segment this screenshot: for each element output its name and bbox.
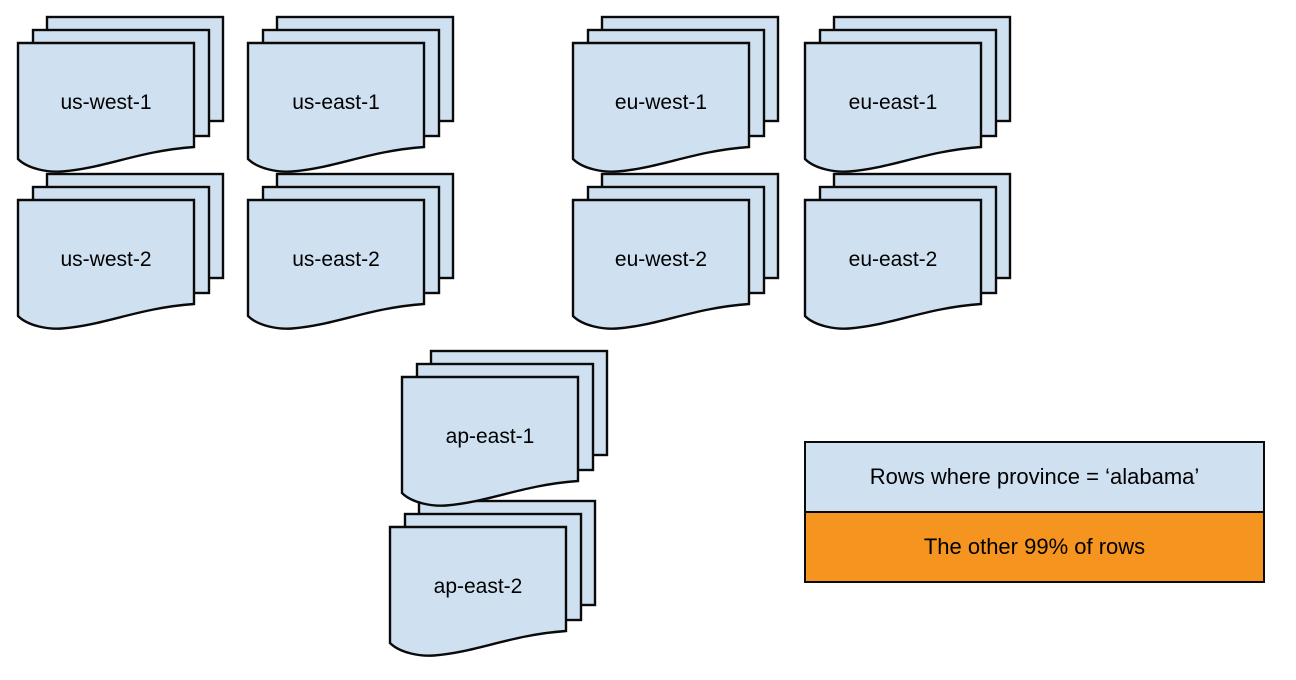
- front-document: [400, 375, 580, 507]
- legend-item-label: The other 99% of rows: [923, 534, 1146, 559]
- doc-stack-ap-east-1: ap-east-1: [400, 349, 612, 511]
- document-stack-icon: [803, 172, 1012, 330]
- doc-stack-eu-east-1: eu-east-1: [803, 15, 1015, 177]
- front-document: [246, 198, 426, 330]
- document-stack-icon: [16, 15, 225, 173]
- front-document: [388, 525, 568, 657]
- doc-stack-eu-east-2: eu-east-2: [803, 172, 1015, 334]
- region-label: us-west-2: [60, 248, 152, 271]
- document-stack-icon: [803, 15, 1012, 173]
- region-label: eu-west-2: [614, 248, 708, 271]
- region-label: eu-east-1: [848, 91, 938, 114]
- doc-stack-us-west-1: us-west-1: [16, 15, 228, 177]
- doc-stack-us-east-2: us-east-2: [246, 172, 458, 334]
- legend: Rows where province = ‘alabama’ The othe…: [804, 441, 1265, 583]
- region-label: us-west-1: [60, 91, 152, 114]
- doc-stack-ap-east-2: ap-east-2: [388, 499, 600, 661]
- doc-stack-us-east-1: us-east-1: [246, 15, 458, 177]
- document-stack-icon: [400, 349, 609, 507]
- doc-stack-eu-west-2: eu-west-2: [571, 172, 783, 334]
- legend-item-alabama-rows: Rows where province = ‘alabama’: [806, 443, 1263, 513]
- document-stack-icon: [246, 172, 455, 330]
- document-stack-icon: [388, 499, 597, 657]
- doc-stack-us-west-2: us-west-2: [16, 172, 228, 334]
- legend-item-label: Rows where province = ‘alabama’: [869, 464, 1200, 489]
- region-label: ap-east-1: [445, 425, 535, 448]
- region-label: ap-east-2: [433, 575, 523, 598]
- document-stack-icon: [246, 15, 455, 173]
- doc-stack-eu-west-1: eu-west-1: [571, 15, 783, 177]
- region-label: us-east-1: [292, 91, 380, 114]
- document-stack-icon: [571, 172, 780, 330]
- front-document: [803, 198, 983, 330]
- document-stack-icon: [16, 172, 225, 330]
- front-document: [571, 198, 751, 330]
- front-document: [571, 41, 751, 173]
- legend-item-other-rows: The other 99% of rows: [806, 513, 1263, 581]
- front-document: [803, 41, 983, 173]
- region-label: eu-east-2: [848, 248, 938, 271]
- region-label: eu-west-1: [614, 91, 708, 114]
- front-document: [16, 198, 196, 330]
- region-label: us-east-2: [292, 248, 380, 271]
- front-document: [16, 41, 196, 173]
- front-document: [246, 41, 426, 173]
- document-stack-icon: [571, 15, 780, 173]
